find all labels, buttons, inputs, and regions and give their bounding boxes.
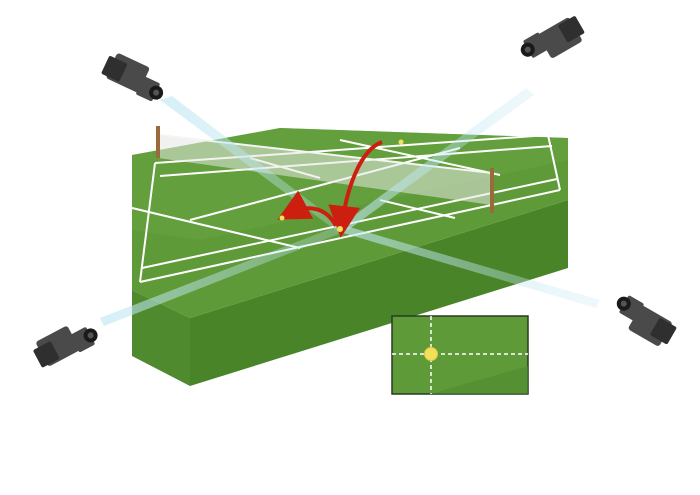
beam-bottom-left (100, 226, 344, 326)
inset-shadow (392, 366, 528, 394)
tennis-ball-icon (279, 215, 285, 221)
court-side-right (190, 200, 568, 386)
video-camera-icon (616, 295, 677, 346)
net-tape (157, 134, 493, 174)
beam-top-right (340, 88, 534, 230)
video-camera-icon (33, 326, 98, 368)
video-camera-icon (520, 16, 585, 58)
net-post-right (490, 168, 494, 213)
tennis-ball-icon (337, 226, 343, 232)
bounce-closeup-inset (391, 315, 529, 395)
court-side-front (132, 290, 190, 386)
net-post-left (156, 126, 160, 158)
tennis-ball-icon (424, 347, 438, 361)
trajectory-bounce (277, 190, 338, 228)
beam-bottom-right (340, 226, 600, 308)
video-camera-icon (101, 53, 164, 102)
ball-trajectory (277, 139, 404, 238)
trajectory-incoming (328, 140, 383, 238)
tennis-ball-icon (398, 139, 404, 145)
